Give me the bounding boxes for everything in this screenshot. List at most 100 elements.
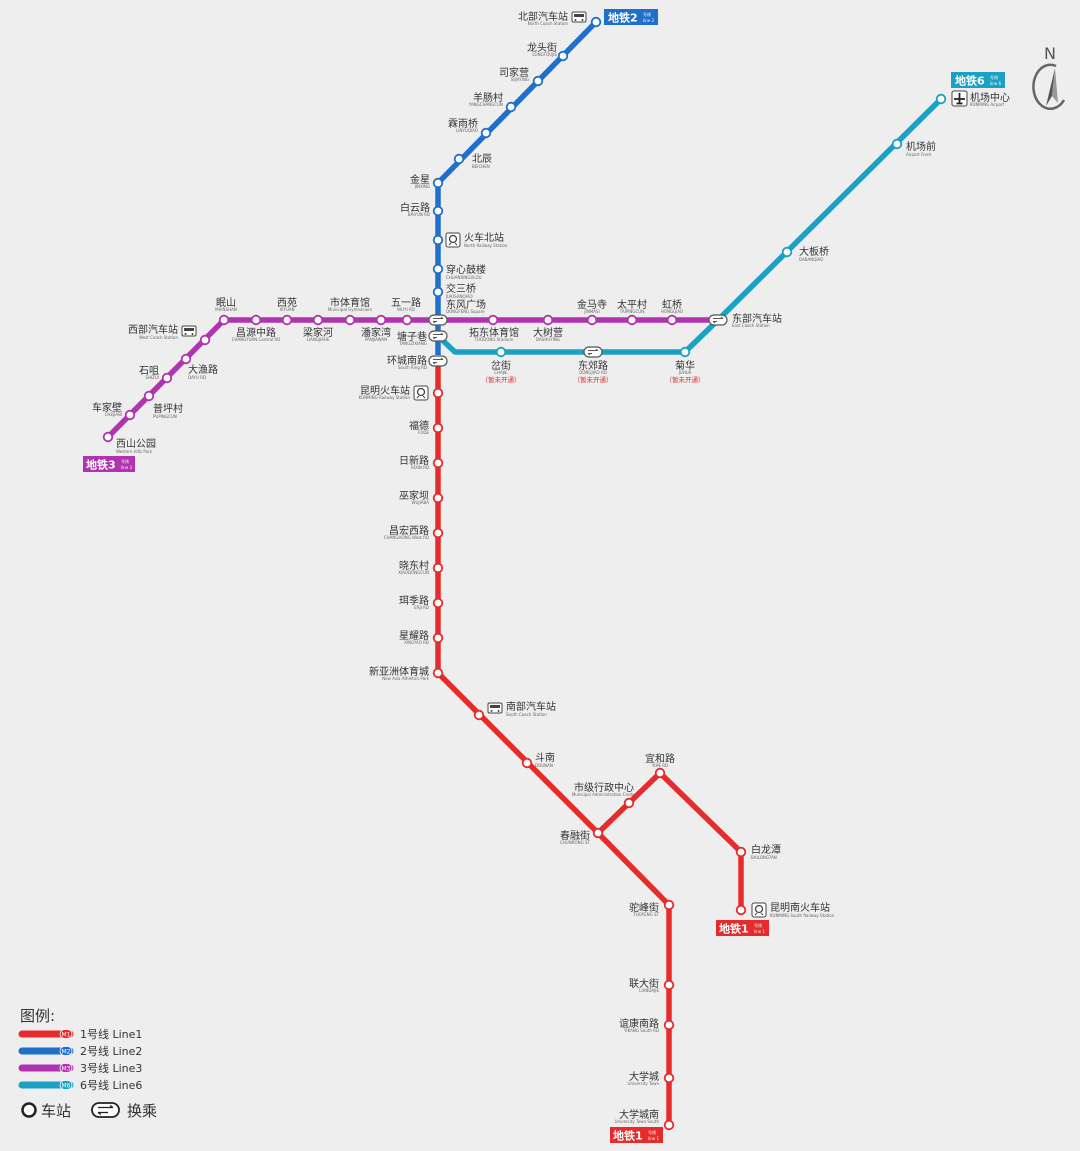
station-dot-kunmingnan[interactable] xyxy=(735,904,747,916)
svg-text:地铁6: 地铁6 xyxy=(955,74,985,88)
station-dot-longtou[interactable] xyxy=(557,50,569,62)
station-dot-tuofeng[interactable] xyxy=(663,899,675,911)
label-daxuechengnan-en: University Town South xyxy=(615,1119,660,1124)
transfer-tangzixiang[interactable] xyxy=(428,330,448,342)
station-dot-chejiabi[interactable] xyxy=(124,409,136,421)
station-dot-dayu[interactable] xyxy=(180,353,192,365)
station-dot-mianshan[interactable] xyxy=(218,314,230,326)
station-dot-yikang[interactable] xyxy=(663,1019,675,1031)
label-yikang-en: YIKANG South RD xyxy=(623,1028,659,1033)
label-wuyi: 五一路 xyxy=(391,296,421,309)
label-daxuecheng: 大学城 xyxy=(629,1070,659,1083)
transfer-dongfeng[interactable] xyxy=(428,314,448,326)
station-dot-daxuechengnan[interactable] xyxy=(663,1119,675,1131)
label-hongqiao: 虹桥 xyxy=(662,299,682,311)
station-dot-xingyao[interactable] xyxy=(432,632,444,644)
label-mianshan-en: MIANSHAN xyxy=(215,307,237,312)
station-dot-sijiaying[interactable] xyxy=(532,75,544,87)
station-dot-beichen[interactable] xyxy=(453,153,465,165)
station-dot-bailongtan[interactable] xyxy=(735,846,747,858)
station-dot-jichangqian[interactable] xyxy=(891,138,903,150)
station-dot-xinyazhou[interactable] xyxy=(432,667,444,679)
svg-text:地铁3: 地铁3 xyxy=(86,458,116,472)
label-mianshan: 眠山 xyxy=(216,297,236,309)
label-kunmingnan: 昆明南火车站 xyxy=(770,901,830,914)
label-shiji-en: Municipal Administration Center xyxy=(572,792,637,797)
station-dot-jinxing[interactable] xyxy=(432,177,444,189)
label-xishan: 西山公园 xyxy=(116,438,156,450)
label-tangzixiang: 塘子巷 xyxy=(397,330,427,343)
label-lianda: 联大街 xyxy=(629,977,659,990)
station-dot-chunrong[interactable] xyxy=(592,827,604,839)
label-fude: 福德 xyxy=(409,419,429,432)
svg-text:号线: 号线 xyxy=(648,1129,656,1135)
station-dot-lianda[interactable] xyxy=(663,979,675,991)
transfer-dongjiao[interactable] xyxy=(583,346,603,358)
station-dot-yihe[interactable] xyxy=(654,767,666,779)
label-jinxing: 金星 xyxy=(410,173,430,186)
label-jichang-en: KUNMING Airport xyxy=(970,102,1005,107)
station-dot-shiji[interactable] xyxy=(623,797,635,809)
station-dot-erji[interactable] xyxy=(432,597,444,609)
label-pingping-en: PUPINGCUN xyxy=(153,414,177,419)
station-dot-liangjiahe[interactable] xyxy=(312,314,324,326)
station-dot-panjiawan[interactable] xyxy=(375,314,387,326)
legend-transfer: 换乘 xyxy=(91,1102,157,1120)
station-dot-linyu[interactable] xyxy=(480,127,492,139)
station-dot-jinmasi[interactable] xyxy=(586,314,598,326)
station-dot-baiyun[interactable] xyxy=(432,205,444,217)
station-dot-changhong[interactable] xyxy=(432,527,444,539)
station-dot-nanbu[interactable] xyxy=(473,709,485,721)
station-dot-huochebei[interactable] xyxy=(432,234,444,246)
label-jichangqian: 机场前 xyxy=(906,140,936,153)
label-dongfeng: 东风广场 xyxy=(446,298,486,311)
station-dot-fude[interactable] xyxy=(432,422,444,434)
station-dot-jichang[interactable] xyxy=(935,93,947,105)
label-huancheng-en: South Ring RD xyxy=(398,365,427,370)
station-dot-shitiyu[interactable] xyxy=(344,314,356,326)
station-dot-shizui[interactable] xyxy=(161,372,173,384)
label-jinmasi: 金马寺 xyxy=(577,298,607,311)
label-tangzixiang-en: TANGZIXIANG xyxy=(398,341,427,346)
station-dot-tuodong[interactable] xyxy=(487,314,499,326)
station-dot-pingping[interactable] xyxy=(143,390,155,402)
label-huancheng: 环城南路 xyxy=(387,354,427,367)
station-dot-juhua[interactable] xyxy=(679,346,691,358)
svg-text:line 1: line 1 xyxy=(648,1136,659,1141)
station-dot-dashuying[interactable] xyxy=(542,314,554,326)
label-hongqiao-en: HONGQIAO xyxy=(661,309,683,314)
label-bailongtan: 白龙潭 xyxy=(751,843,781,856)
station-dot-hongqiao[interactable] xyxy=(666,314,678,326)
station-dot-xibu[interactable] xyxy=(199,334,211,346)
station-dot-yangchang[interactable] xyxy=(505,101,517,113)
svg-text:M2: M2 xyxy=(62,1049,71,1056)
station-dot-kunming[interactable] xyxy=(432,387,444,399)
station-dot-daban[interactable] xyxy=(781,246,793,258)
label-xiaodong-en: XIAODONGCUN xyxy=(398,570,429,575)
station-dot-dounan[interactable] xyxy=(521,757,533,769)
station-dot-wuyi[interactable] xyxy=(401,314,413,326)
station-dot-beibu[interactable] xyxy=(590,16,602,28)
station-dot-daxuecheng[interactable] xyxy=(663,1072,675,1084)
label-daxuechengnan: 大学城南 xyxy=(619,1108,659,1121)
station-dot-xiyuan[interactable] xyxy=(281,314,293,326)
label-tuofeng: 驼峰街 xyxy=(629,901,659,914)
station-dot-xishan[interactable] xyxy=(102,431,114,443)
transfer-dongbu[interactable] xyxy=(708,314,728,326)
station-dot-rixin[interactable] xyxy=(432,457,444,469)
label-dongjiao: 东郊路 xyxy=(578,359,608,372)
label-kunmingnan-en: KUNMING South Railway Station xyxy=(770,913,835,918)
station-dot-jiaosan[interactable] xyxy=(432,286,444,298)
label-chunrong-en: CHUNRONG ST xyxy=(560,840,591,845)
station-dot-chajie[interactable] xyxy=(495,346,507,358)
svg-text:号线: 号线 xyxy=(643,11,651,17)
station-dot-taiping[interactable] xyxy=(626,314,638,326)
station-dot-chuanxin[interactable] xyxy=(432,263,444,275)
station-dot-changyuan[interactable] xyxy=(250,314,262,326)
label-shiji: 市级行政中心 xyxy=(574,781,634,794)
station-dot-xiaodong[interactable] xyxy=(432,562,444,574)
label-xibu: 西部汽车站 xyxy=(128,323,178,336)
bus-icon xyxy=(487,702,503,714)
station-dot-wujiaba[interactable] xyxy=(432,492,444,504)
transfer-huancheng[interactable] xyxy=(428,355,448,367)
